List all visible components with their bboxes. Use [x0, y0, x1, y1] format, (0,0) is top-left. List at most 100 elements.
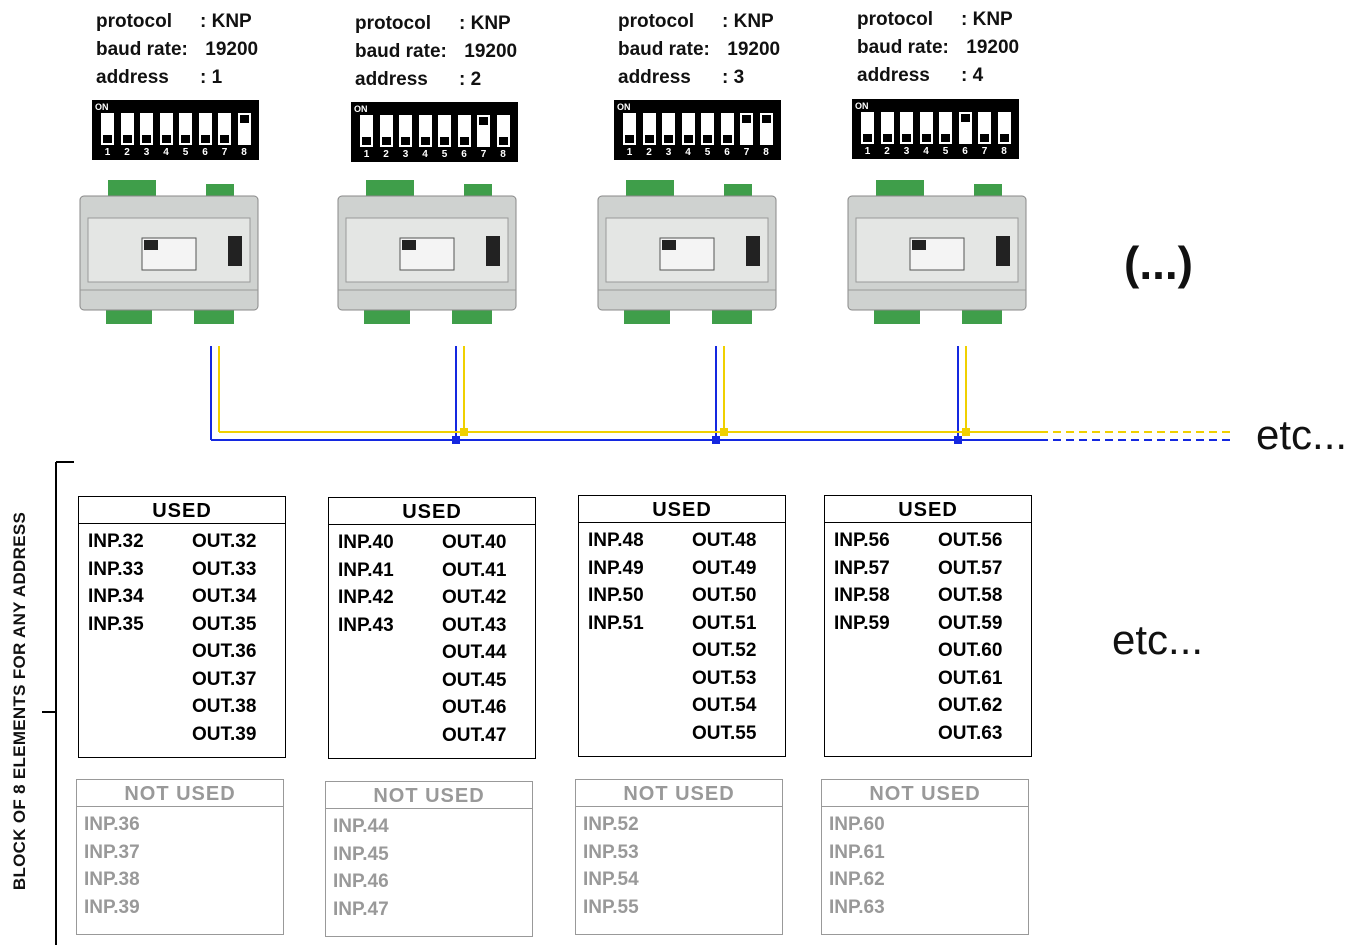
baud-rate-row-key: baud rate:	[355, 41, 447, 62]
address-row: address: 2	[355, 66, 517, 94]
dip-number-label: 4	[923, 146, 929, 157]
dip-switch-lever[interactable]	[861, 112, 874, 144]
dip-switch-lever[interactable]	[939, 112, 952, 144]
not-used-io-title: NOT USED	[576, 780, 782, 807]
used-io-title: USED	[579, 496, 785, 523]
dip-switch-lever[interactable]	[978, 112, 991, 144]
dip-number-label: 4	[163, 147, 169, 158]
dip-switch-lever[interactable]	[642, 113, 656, 145]
dip-switch-lever[interactable]	[399, 115, 412, 147]
protocol-row-value: KNP	[470, 13, 511, 34]
dip-switch-lever[interactable]	[179, 113, 192, 145]
dip-number-label: 7	[221, 147, 228, 158]
not-used-input-item: INP.37	[84, 841, 140, 863]
dip-switch-lever[interactable]	[438, 115, 451, 147]
dip-lever-knob	[103, 135, 112, 143]
used-output-item: OUT.36	[192, 641, 257, 662]
dip-switch-lever[interactable]	[720, 113, 734, 145]
used-output-item: OUT.57	[938, 557, 1003, 579]
dip-number-label: 5	[441, 149, 448, 160]
baud-rate-row-key: baud rate:	[857, 37, 949, 58]
baud-rate-row: baud rate: 19200	[618, 36, 780, 64]
dip-lever-knob	[200, 135, 210, 143]
dip-lever-knob	[863, 134, 872, 142]
dip-switch-lever[interactable]	[237, 113, 251, 145]
not-used-input-item: INP.54	[583, 869, 639, 890]
dip-switch-lever[interactable]	[759, 113, 773, 145]
dip-number-label: 4	[685, 147, 691, 158]
used-input-item: INP.58	[834, 585, 890, 606]
used-output-item: OUT.38	[192, 696, 257, 717]
protocol-row-separator: :	[200, 11, 212, 32]
used-output-item: OUT.37	[192, 668, 257, 690]
dip-lever-knob	[625, 135, 634, 143]
dip-switch-lever[interactable]	[360, 115, 373, 147]
used-output-item: OUT.43	[442, 614, 507, 636]
dip-switch-lever[interactable]	[120, 113, 134, 145]
dip-number-label: 2	[383, 149, 389, 160]
dip-lever-knob	[220, 135, 229, 143]
dip-switch-lever[interactable]	[958, 112, 972, 144]
dip-switch-lever[interactable]	[198, 113, 212, 145]
dip-switch-lever[interactable]	[740, 113, 753, 145]
used-input-item: INP.51	[588, 612, 644, 634]
dip-switch-lever[interactable]	[919, 112, 933, 144]
address-row-key: address	[857, 65, 930, 86]
dip-switch-lever[interactable]	[457, 115, 471, 147]
used-input-item: INP.40	[338, 532, 394, 553]
baud-rate-row: baud rate: 19200	[355, 38, 517, 66]
dip-switch-lever[interactable]	[496, 115, 510, 147]
not-used-input-item: INP.45	[333, 843, 389, 865]
protocol-row-key: protocol	[96, 11, 172, 32]
dip-lever-knob	[181, 135, 190, 143]
dip-lever-knob	[381, 137, 391, 145]
dip-switch-lever[interactable]	[140, 113, 153, 145]
not-used-input-item: INP.36	[84, 814, 140, 835]
dip-switch-lever[interactable]	[997, 112, 1011, 144]
dip-number-label: 8	[500, 149, 506, 160]
used-output-item: OUT.48	[692, 530, 757, 551]
dip-switch-lever[interactable]	[101, 113, 114, 145]
not-used-input-item: INP.44	[333, 816, 389, 837]
not-used-input-item: INP.60	[829, 814, 885, 835]
io-module-device	[597, 180, 777, 324]
used-input-item: INP.33	[88, 558, 144, 580]
dip-switch-lever[interactable]	[218, 113, 231, 145]
used-output-item: OUT.39	[192, 723, 257, 745]
device-part	[206, 184, 234, 198]
baud-rate-row-value: 19200	[966, 37, 1020, 58]
used-output-item: OUT.59	[938, 612, 1003, 634]
dip-switch-lever[interactable]	[701, 113, 714, 145]
dip-lever-knob	[742, 115, 751, 123]
dip-number-label: 5	[942, 146, 949, 157]
dip-switch-lever[interactable]	[900, 112, 913, 144]
dip-switch-lever[interactable]	[623, 113, 636, 145]
device-part	[486, 236, 500, 266]
dip-switch-lever[interactable]	[159, 113, 173, 145]
not-used-input-item: INP.38	[84, 869, 140, 890]
not-used-io-title: NOT USED	[822, 780, 1028, 807]
dip-switch-lever[interactable]	[681, 113, 695, 145]
dip-switch-lever[interactable]	[880, 112, 894, 144]
dip-switch-lever[interactable]	[477, 115, 490, 147]
address-row-key: address	[618, 67, 691, 88]
protocol-row-value: KNP	[211, 11, 252, 32]
dip-number-label: 7	[743, 147, 750, 158]
address-row-key: address	[355, 69, 428, 90]
protocol-row-key: protocol	[618, 11, 694, 32]
dip-switch-lever[interactable]	[379, 115, 393, 147]
used-output-item: OUT.42	[442, 587, 507, 608]
dip-switch-lever[interactable]	[662, 113, 675, 145]
used-input-item: INP.56	[834, 530, 890, 551]
not-used-input-item: INP.53	[583, 841, 639, 863]
protocol-row-separator: :	[961, 9, 973, 30]
dip-switch-lever[interactable]	[418, 115, 432, 147]
